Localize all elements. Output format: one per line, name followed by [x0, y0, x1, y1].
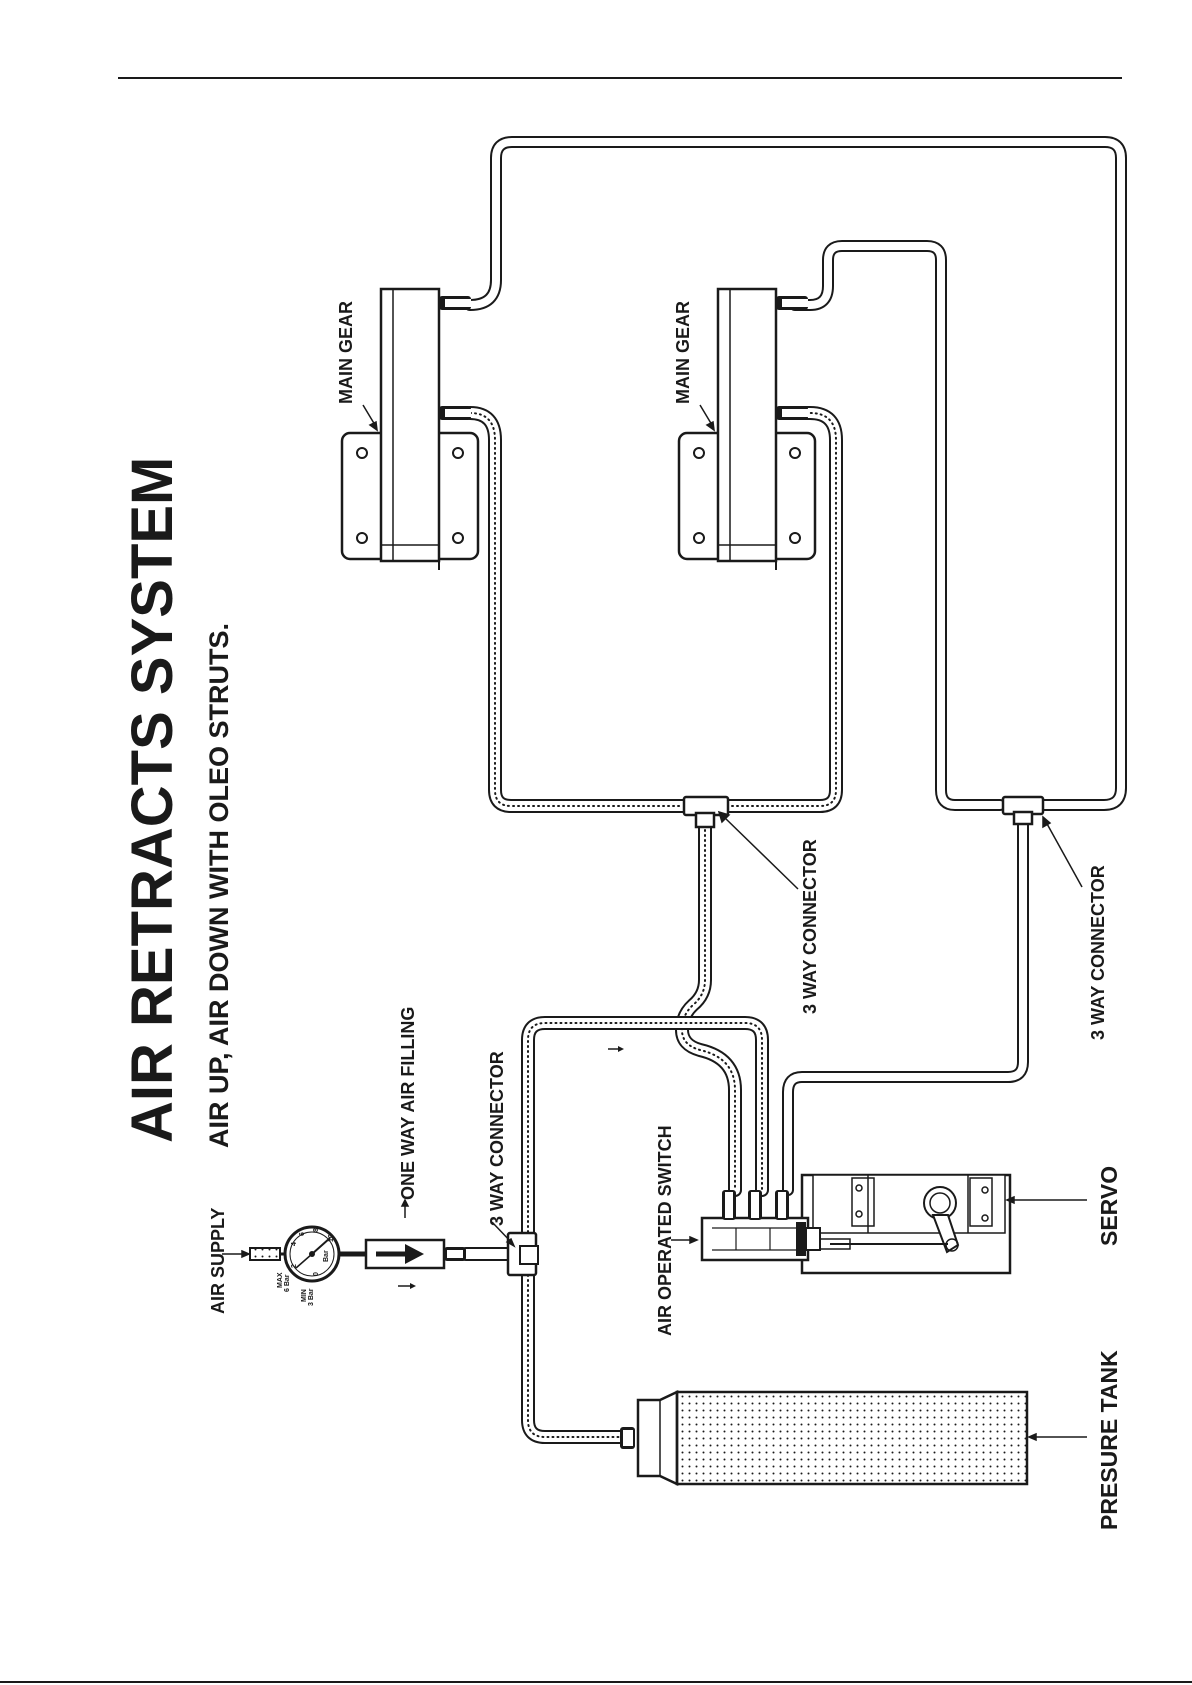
servo: [802, 1175, 1010, 1273]
flow-arrow-supply: [608, 1046, 624, 1052]
flow-arrow-filling: [398, 1283, 416, 1289]
gauge-tick-10: 10: [328, 1234, 335, 1242]
gauge-min-value: 3 Bar: [308, 1288, 315, 1306]
one-way-air-filling: [339, 1240, 466, 1268]
pressure-gauge: Bar 0 2 4 6 8 10: [285, 1227, 339, 1281]
main-gear-top: [342, 289, 478, 570]
tube-supply-to-tank: [528, 1270, 620, 1437]
page-title: AIR RETRACTS SYSTEM: [120, 457, 185, 1143]
label-main-gear-bottom: MAIN GEAR: [673, 301, 693, 404]
air-supply-nozzle: [250, 1248, 288, 1260]
pressure-tank: [620, 1392, 1027, 1484]
main-gear-bottom: [679, 289, 815, 570]
gauge-min-label: MIN: [301, 1289, 308, 1302]
gauge-tick-2: 2: [291, 1264, 298, 1268]
gauge-tick-8: 8: [313, 1228, 320, 1232]
label-servo: SERVO: [1096, 1166, 1122, 1246]
label-air-operated-switch: AIR OPERATED SWITCH: [655, 1125, 675, 1336]
gauge-tick-4: 4: [291, 1242, 298, 1246]
label-pressure-tank: PRESURE TANK: [1096, 1350, 1122, 1530]
page-subtitle: AIR UP, AIR DOWN WITH OLEO STRUTS.: [204, 623, 234, 1148]
label-three-way-connector-left: 3 WAY CONNECTOR: [800, 839, 820, 1014]
gauge-max-value: 6 Bar: [284, 1274, 291, 1292]
three-way-connector-right: [1003, 797, 1043, 824]
gauge-max-label: MAX: [277, 1272, 284, 1288]
gauge-tick-0: 0: [313, 1272, 320, 1276]
tube-connector-to-switch: [682, 825, 735, 1190]
label-main-gear-top: MAIN GEAR: [336, 301, 356, 404]
label-three-way-connector-supply: 3 WAY CONNECTOR: [487, 1051, 507, 1226]
gauge-tick-6: 6: [299, 1232, 306, 1236]
label-one-way-air-filling: ONE WAY AIR FILLING: [398, 1007, 418, 1200]
label-air-supply: AIR SUPPLY: [208, 1208, 228, 1314]
label-three-way-connector-right: 3 WAY CONNECTOR: [1088, 865, 1108, 1040]
gauge-unit: Bar: [323, 1250, 330, 1262]
tube-servo-to-connector: [788, 818, 1023, 1190]
three-way-connector-supply: [508, 1233, 538, 1275]
